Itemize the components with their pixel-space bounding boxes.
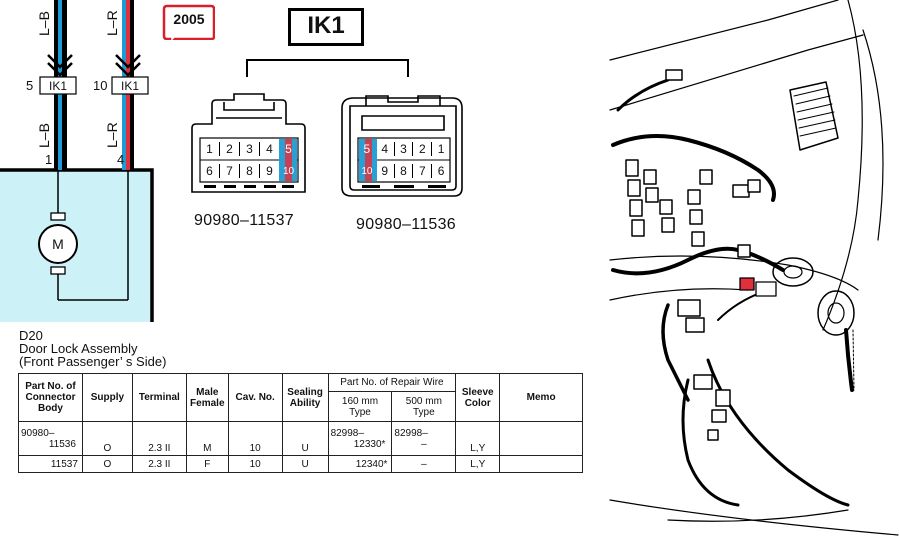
component-name: Door Lock Assembly	[19, 341, 138, 356]
female-pin-highlighted: 10	[282, 165, 295, 177]
female-pin: 4	[266, 142, 273, 156]
wire-color-label-lr-top: L–R	[104, 10, 120, 36]
male-pin-highlighted: 10	[361, 165, 373, 177]
year-badge-text: 2005	[173, 11, 205, 27]
header-supply: Supply	[81, 373, 133, 422]
cell-supply: O	[81, 455, 133, 473]
component-side: (Front Passenger’ s Side)	[19, 354, 167, 369]
component-code: D20	[19, 328, 43, 343]
male-part-number: 90980–11536	[356, 216, 456, 233]
male-pin: 4	[376, 142, 395, 156]
connector-title: IK1	[307, 12, 345, 39]
male-pin-grid: 5 4 3 2 1 10 9 8 7 6	[358, 138, 450, 182]
cell-cav-no: 10	[227, 455, 283, 473]
cell-memo	[499, 455, 583, 473]
table-row: 11537 O 2.3 II F 10 U 12340* – L,Y	[18, 455, 583, 473]
cell-repair-160: 82998– 12330*	[327, 421, 393, 456]
cell-memo	[499, 421, 583, 456]
ik1-label-left: IK1	[48, 79, 67, 93]
male-pin: 7	[413, 164, 433, 178]
male-pin: 3	[395, 142, 414, 156]
motor-symbol	[38, 170, 129, 301]
connector-bracket	[246, 59, 409, 77]
male-connector-face	[341, 95, 463, 197]
cell-repair-500: –	[391, 455, 457, 473]
cell-part-no: 11537	[18, 455, 83, 473]
cell-cav-no: 10	[227, 421, 283, 456]
pin-number-right-lower: 4	[117, 152, 125, 167]
female-pin: 1	[200, 142, 220, 156]
female-pin-grid: 1 2 3 4 5 6 7 8 9 10	[200, 138, 298, 182]
connector-chevron-left-icon	[47, 54, 73, 77]
dashboard-harness-illustration	[609, 0, 899, 536]
cell-repair-500: 82998– –	[391, 421, 457, 456]
header-repair-wire: Part No. of Repair Wire	[327, 373, 457, 392]
male-pin: 6	[437, 164, 445, 178]
connector-title-box	[288, 8, 364, 46]
motor-label: M	[52, 236, 64, 252]
female-pin: 8	[240, 164, 260, 178]
header-cav-no: Cav. No.	[227, 373, 283, 422]
female-pin: 2	[220, 142, 240, 156]
cell-sealing: U	[281, 421, 329, 456]
cell-repair-160: 12340*	[327, 455, 393, 473]
cell-part-no: 90980– 11536	[18, 421, 83, 456]
header-memo: Memo	[499, 373, 583, 422]
male-pin: 8	[395, 164, 414, 178]
ik1-label-box-left	[39, 76, 77, 95]
pin-number-right-upper: 10	[93, 78, 108, 93]
table-row: 90980– 11536 O 2.3 II M 10 U 82998– 1233…	[18, 421, 583, 456]
female-connector-face	[191, 93, 306, 193]
pin-number-left-upper: 5	[26, 78, 34, 93]
header-terminal: Terminal	[131, 373, 187, 422]
wire-color-label-lr-mid: L–R	[104, 122, 120, 148]
male-pin: 9	[376, 164, 395, 178]
cell-sleeve: L,Y	[455, 455, 501, 473]
female-part-number: 90980–11537	[194, 212, 294, 229]
ik1-label-box-right	[111, 76, 149, 95]
cell-terminal: 2.3 II	[131, 421, 187, 456]
cell-male-female: M	[185, 421, 229, 456]
female-pin: 7	[220, 164, 240, 178]
male-pin: 2	[413, 142, 433, 156]
cell-male-female: F	[185, 455, 229, 473]
female-pin-highlighted: 5	[285, 142, 292, 156]
male-pin-highlighted: 5	[363, 142, 371, 156]
connector-chevron-right-icon	[115, 54, 141, 77]
cell-sleeve: L,Y	[455, 421, 501, 456]
pin-number-left-lower: 1	[45, 152, 53, 167]
female-pin: 6	[200, 164, 220, 178]
ik1-label-right: IK1	[120, 79, 139, 93]
male-pin: 1	[437, 142, 445, 156]
cell-sealing: U	[281, 455, 329, 473]
female-pin: 3	[240, 142, 260, 156]
wire-color-label-lb-mid: L–B	[36, 123, 52, 148]
cell-supply: O	[81, 421, 133, 456]
cell-terminal: 2.3 II	[131, 455, 187, 473]
wiring-schematic	[0, 0, 154, 322]
female-pin: 9	[266, 164, 273, 178]
year-badge-icon	[162, 4, 215, 40]
wire-color-label-lb-top: L–B	[36, 11, 52, 36]
